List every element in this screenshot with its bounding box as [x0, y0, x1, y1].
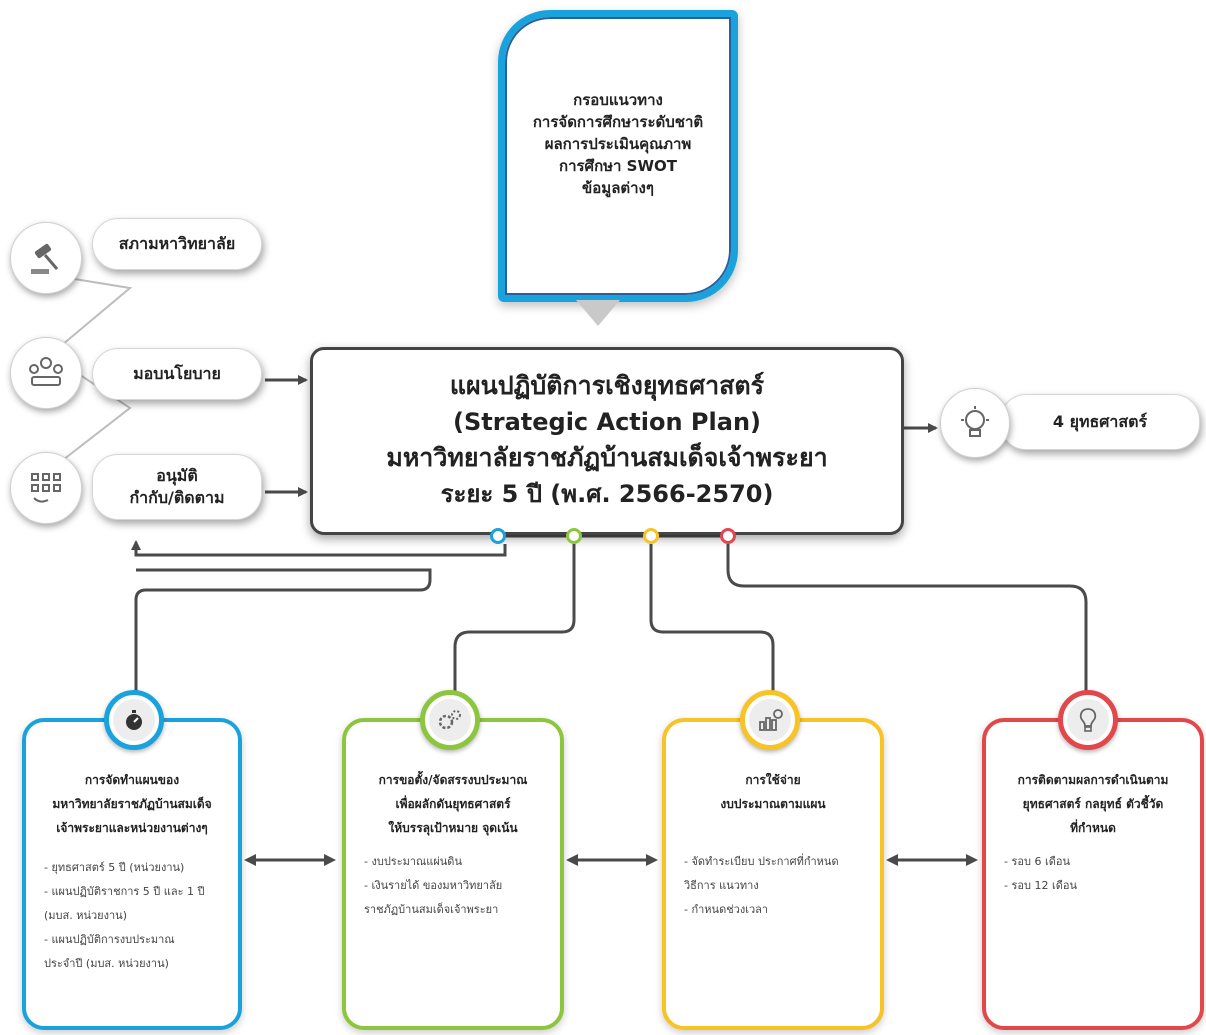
strategic-plan-box: แผนปฏิบัติการเชิงยุทธศาสตร์ (Strategic A… [310, 347, 904, 535]
framework-bubble: กรอบแนวทาง การจัดการศึกษาระดับชาติ ผลการ… [498, 10, 738, 302]
red-connector [726, 544, 1088, 700]
approve-label-line2: กำกับ/ติดตาม [129, 488, 225, 507]
card-title-line: ให้บรรลุเป้าหมาย จุดเน้น [388, 821, 518, 835]
card-title: การใช้จ่าย งบประมาณตามแผน [676, 768, 870, 816]
policy-label: มอบนโยบาย [133, 364, 221, 383]
list-item: - ยุทธศาสตร์ 5 ปี (หน่วยงาน) [44, 861, 185, 874]
card-title: การจัดทำแผนของ มหาวิทยาลัยราชภัฏบ้านสมเด… [36, 768, 228, 840]
timer-icon [104, 690, 164, 750]
list-item: - งบประมาณแผ่นดิน [364, 855, 462, 868]
card-title: การติดตามผลการดำเนินตาม ยุทธศาสตร์ กลยุท… [996, 768, 1190, 840]
list-item: วิธีการ แนวทาง [684, 879, 759, 892]
list-item: - แผนปฏิบัติราชการ 5 ปี และ 1 ปี [44, 885, 205, 898]
list-item: (มบส. หน่วยงาน) [44, 909, 127, 922]
card-title-line: การติดตามผลการดำเนินตาม [1017, 773, 1169, 787]
red-dot [720, 528, 736, 544]
blue-dot [490, 528, 506, 544]
strategies-label: 4 ยุทธศาสตร์ [1052, 412, 1148, 431]
gavel-icon [10, 222, 82, 294]
list-item: - รอบ 6 เดือน [1004, 855, 1070, 868]
card-items: - จัดทำระเบียบ ประกาศที่กำหนด วิธีการ แน… [684, 850, 870, 922]
strategies-pill: 4 ยุทธศาสตร์ [1000, 394, 1200, 450]
card-items: - รอบ 6 เดือน - รอบ 12 เดือน [1004, 850, 1190, 898]
plan-period: ระยะ 5 ปี (พ.ศ. 2566-2570) [440, 480, 774, 508]
policy-pill: มอบนโยบาย [92, 348, 262, 400]
framework-line: การจัดการศึกษาระดับชาติ [532, 113, 704, 131]
planning-card: การจัดทำแผนของ มหาวิทยาลัยราชภัฏบ้านสมเด… [22, 718, 242, 1030]
card-title-line: ที่กำหนด [1070, 821, 1116, 835]
green-dot [566, 528, 582, 544]
council-label: สภามหาวิทยาลัย [118, 234, 236, 253]
card-title-line: ยุทธศาสตร์ กลยุทธ์ ตัวชี้วัด [1022, 797, 1164, 811]
card-title-line: มหาวิทยาลัยราชภัฏบ้านสมเด็จ [52, 797, 212, 811]
card-items: - ยุทธศาสตร์ 5 ปี (หน่วยงาน) - แผนปฏิบัต… [44, 856, 228, 976]
meeting-icon [10, 337, 82, 409]
yellow-connector [649, 544, 775, 700]
framework-line: กรอบแนวทาง [573, 91, 663, 109]
council-pill: สภามหาวิทยาลัย [92, 218, 262, 270]
plan-subtitle: (Strategic Action Plan) [453, 408, 761, 436]
list-item: - จัดทำระเบียบ ประกาศที่กำหนด [684, 855, 839, 868]
yellow-dot [643, 528, 659, 544]
framework-pointer-icon [576, 300, 620, 326]
card-title-line: งบประมาณตามแผน [720, 797, 826, 811]
list-item: - แผนปฏิบัติการงบประมาณ [44, 933, 175, 946]
lightbulb-icon [1058, 690, 1118, 750]
list-item: - เงินรายได้ ของมหาวิทยาลัย [364, 879, 503, 892]
checklist-icon [10, 452, 82, 524]
plan-title: แผนปฏิบัติการเชิงยุทธศาสตร์ [449, 371, 765, 400]
card-items: - งบประมาณแผ่นดิน - เงินรายได้ ของมหาวิท… [364, 850, 550, 922]
blue-connector [131, 540, 507, 557]
card1-connector [134, 568, 432, 700]
list-item: - รอบ 12 เดือน [1004, 879, 1077, 892]
framework-line: ผลการประเมินคุณภาพ [544, 135, 692, 153]
plan-university: มหาวิทยาลัยราชภัฏบ้านสมเด็จเจ้าพระยา [386, 443, 828, 472]
spending-card: การใช้จ่าย งบประมาณตามแผน - จัดทำระเบียบ… [662, 718, 884, 1030]
gears-icon [420, 690, 480, 750]
card-title-line: การใช้จ่าย [745, 773, 801, 787]
green-connector [453, 544, 576, 700]
list-item: ประจำปี (มบส. หน่วยงาน) [44, 957, 169, 970]
framework-line: การศึกษา SWOT [558, 157, 678, 175]
monitoring-card: การติดตามผลการดำเนินตาม ยุทธศาสตร์ กลยุท… [982, 718, 1204, 1030]
approve-label-line1: อนุมัติ [156, 466, 198, 485]
approve-pill: อนุมัติ กำกับ/ติดตาม [92, 454, 262, 520]
bar-chart-icon [740, 690, 800, 750]
list-item: - กำหนดช่วงเวลา [684, 903, 769, 916]
card-title: การขอตั้ง/จัดสรรงบประมาณ เพื่อผลักดันยุท… [356, 768, 550, 840]
card-title-line: การขอตั้ง/จัดสรรงบประมาณ [378, 773, 528, 787]
card-title-line: เจ้าพระยาและหน่วยงานต่างๆ [56, 821, 208, 835]
card-title-line: เพื่อผลักดันยุทธศาสตร์ [395, 797, 511, 811]
list-item: ราชภัฏบ้านสมเด็จเจ้าพระยา [364, 903, 499, 916]
framework-line: ข้อมูลต่างๆ [582, 179, 654, 197]
lightbulb-gear-icon [940, 388, 1010, 458]
card-title-line: การจัดทำแผนของ [84, 773, 180, 787]
budget-card: การขอตั้ง/จัดสรรงบประมาณ เพื่อผลักดันยุท… [342, 718, 564, 1030]
